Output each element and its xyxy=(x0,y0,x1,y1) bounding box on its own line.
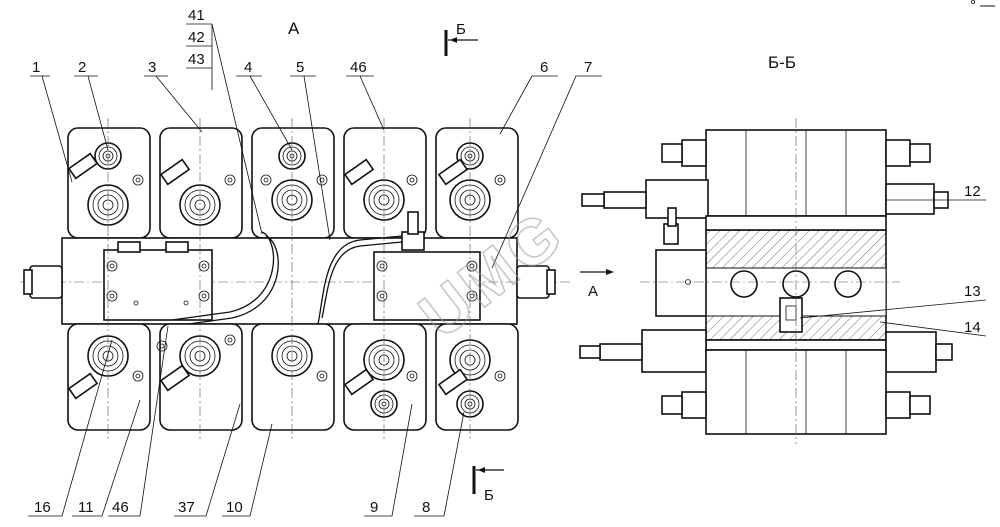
callout-16: 16 xyxy=(34,499,51,516)
control-block-right xyxy=(373,251,481,321)
side-valve-body xyxy=(655,249,707,317)
view-a: 1 2 3 41 42 43 4 5 46 6 7 16 11 46 37 10… xyxy=(20,7,602,517)
callout-41: 41 xyxy=(188,7,205,24)
callout-8: 8 xyxy=(422,499,430,516)
callout-6: 6 xyxy=(540,59,548,76)
corner-mark: ° — xyxy=(970,0,995,14)
leaders-top xyxy=(30,23,602,269)
angled-nozzle xyxy=(159,364,191,392)
angled-nozzle xyxy=(437,158,469,186)
angled-nozzle xyxy=(343,368,375,396)
callout-5: 5 xyxy=(296,59,304,76)
angled-nozzle xyxy=(67,372,99,400)
upper-left-housing xyxy=(645,179,709,219)
callout-7: 7 xyxy=(584,59,592,76)
section-mark-top: Б xyxy=(456,21,466,38)
callout-46-top: 46 xyxy=(350,59,367,76)
view-arrow-a-label: А xyxy=(588,283,598,300)
leader-13 xyxy=(799,299,987,319)
top-side-plug-left xyxy=(681,139,707,167)
callout-4: 4 xyxy=(244,59,252,76)
section-mark-bottom: Б xyxy=(484,487,494,504)
callout-3: 3 xyxy=(148,59,156,76)
callout-13: 13 xyxy=(964,283,981,300)
callout-46-bottom: 46 xyxy=(112,499,129,516)
callout-2: 2 xyxy=(78,59,86,76)
top-valve-row xyxy=(67,127,519,239)
callout-43: 43 xyxy=(188,51,205,68)
bore xyxy=(730,270,758,298)
angled-nozzle xyxy=(343,158,375,186)
section-title: Б-Б xyxy=(768,53,796,72)
side-fitting xyxy=(663,223,679,245)
pipe-left-inner xyxy=(173,235,279,327)
view-arrow-head xyxy=(606,269,614,275)
callout-14: 14 xyxy=(964,319,981,336)
end-plug-right-cap xyxy=(546,269,556,295)
section-arrow-head xyxy=(450,37,457,43)
pipe-right-inner xyxy=(317,235,403,325)
lower-left-housing xyxy=(641,329,707,373)
callout-12: 12 xyxy=(964,183,981,200)
marker-dot xyxy=(183,300,189,306)
view-a-label: А xyxy=(288,19,300,38)
angled-nozzle xyxy=(67,152,99,180)
control-block-left xyxy=(103,249,213,321)
bottom-valve-row xyxy=(67,323,519,431)
lower-right-housing xyxy=(885,331,937,373)
leaders-bottom xyxy=(28,325,465,517)
top-side-plug-right xyxy=(885,139,911,167)
bottom-side-plug-right xyxy=(885,391,911,419)
callout-37: 37 xyxy=(178,499,195,516)
callout-42: 42 xyxy=(188,29,205,46)
tube-fitting-stem xyxy=(407,211,419,235)
control-block-tab xyxy=(165,241,189,253)
callout-11: 11 xyxy=(78,499,94,516)
angled-nozzle xyxy=(159,158,191,186)
callout-9: 9 xyxy=(370,499,378,516)
marker-dot xyxy=(133,300,139,306)
leader-14 xyxy=(879,321,987,337)
section-arrow-head xyxy=(478,467,485,473)
bottom-side-plug-left xyxy=(681,391,707,419)
callout-10: 10 xyxy=(226,499,243,516)
pipe-right-outer xyxy=(321,241,403,319)
end-plug-left-cap xyxy=(23,269,33,295)
callout-1: 1 xyxy=(32,59,40,76)
end-plug-left xyxy=(29,265,63,299)
bore xyxy=(834,270,862,298)
section-view-b: Б-Б xyxy=(579,53,987,444)
angled-nozzle xyxy=(437,368,469,396)
control-block-tab xyxy=(117,241,141,253)
upper-right-housing xyxy=(885,183,935,215)
check-valve xyxy=(779,297,803,333)
